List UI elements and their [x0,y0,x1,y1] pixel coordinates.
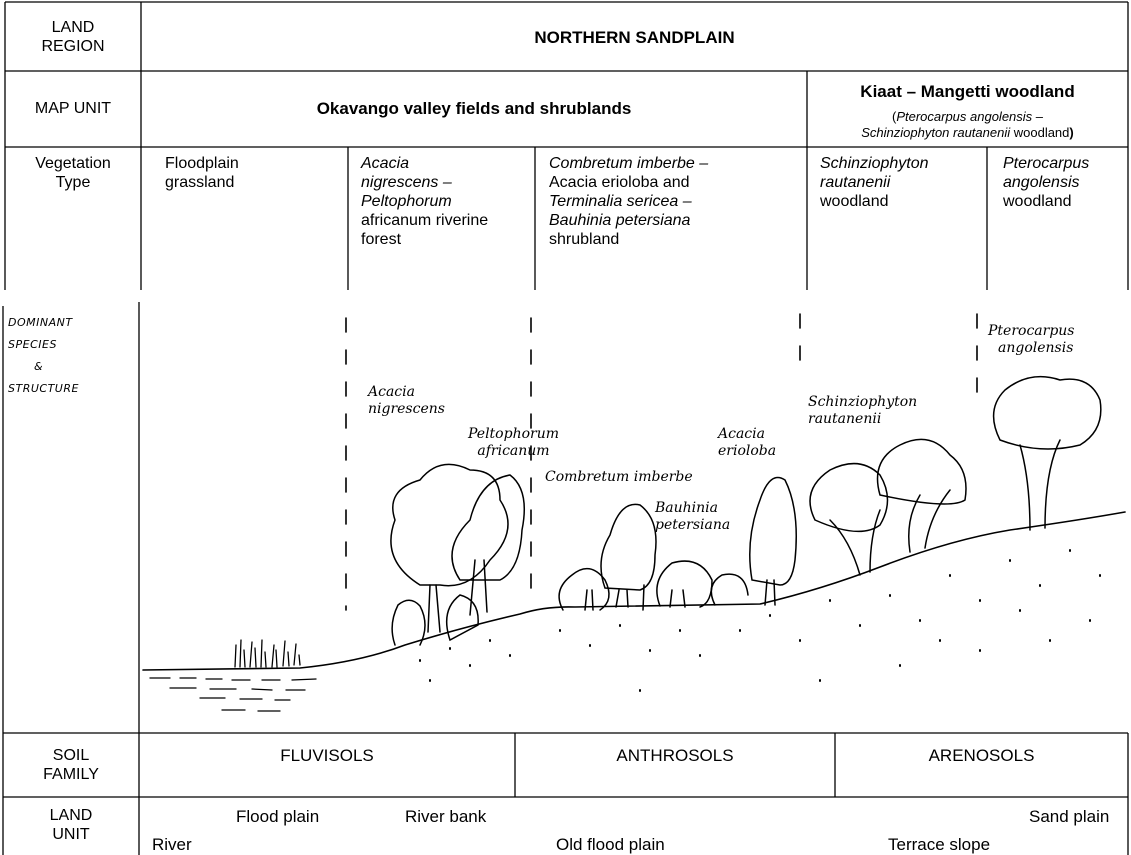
species-label: angolensis [998,340,1074,356]
vegetation-type-label-line2: Type [55,174,91,191]
land-unit-flood-plain: Flood plain [236,807,320,826]
species-label: rautanenii [808,411,882,427]
soil-family-anthrosols: ANTHROSOLS [616,746,734,765]
vegetation-type-riverine: Acacia nigrescens – Peltophorum africanu… [361,154,533,249]
soil-family-label-line1: SOIL [52,747,90,764]
grass-strokes [234,639,301,668]
map-unit-kiaat-paren-open: ( [891,109,897,124]
land-unit-label-line2: UNIT [52,826,90,843]
veg-line: Acacia erioloba and [549,174,690,191]
species-peltophorum-africanum: Peltophorum africanum [468,426,559,460]
vegetation-type-label: Vegetation Type [5,154,141,192]
species-label: africanum [477,443,550,459]
veg-line: Bauhinia petersiana [549,212,691,229]
water-lines [149,677,317,712]
veg-line: nigrescens – [361,174,452,191]
veg-line: woodland [1003,193,1072,210]
riverine-trees [390,463,525,646]
land-region-label-line2: REGION [41,38,105,55]
species-label: Schinziophyton [808,394,918,410]
land-unit-river: River [152,835,192,854]
veg-line: Floodplain [165,155,239,172]
vegetation-type-label-line1: Vegetation [35,155,111,172]
map-unit-kiaat-sub1-italic: Pterocarpus angolensis – [896,109,1044,124]
ground-line [142,511,1126,671]
land-region-label-line1: LAND [51,19,95,36]
species-label: Acacia [718,426,765,442]
dominant-label-line: STRUCTURE [8,382,79,395]
land-unit-river-bank: River bank [405,807,487,826]
vegetation-type-pterocarpus: Pterocarpus angolensis woodland [1003,154,1127,211]
dominant-species-label: DOMINANT SPECIES & STRUCTURE [8,312,136,400]
veg-line: woodland [820,193,889,210]
vegetation-type-schinziophyton: Schinziophyton rautanenii woodland [820,154,985,211]
land-unit-terrace-slope: Terrace slope [888,835,991,854]
soil-family-arenosols: ARENOSOLS [928,746,1035,765]
land-unit-label: LAND UNIT [3,806,139,844]
land-unit-label-line1: LAND [49,807,93,824]
map-unit-kiaat-sub-line1: (Pterocarpus angolensis – [807,109,1128,125]
veg-line: Acacia [361,155,410,172]
species-label: Acacia [368,384,415,400]
land-unit-old-flood-plain: Old flood plain [556,835,665,854]
species-acacia-erioloba: Acacia erioloba [718,426,776,460]
dominant-label-line: & [34,360,44,373]
species-label: nigrescens [368,401,445,417]
woodland-trees [809,375,1102,576]
veg-line: rautanenii [820,174,891,191]
species-pterocarpus-angolensis: Pterocarpus angolensis [988,323,1075,357]
species-label: Bauhinia [655,500,718,516]
species-label: Peltophorum [468,426,559,442]
species-combretum-imberbe: Combretum imberbe [545,469,693,485]
vegetation-type-shrubland: Combretum imberbe – Acacia erioloba and … [549,154,804,249]
veg-line: Combretum imberbe – [549,155,709,172]
dominant-label-line: SPECIES [8,338,57,351]
species-label: Pterocarpus [988,323,1075,339]
species-schinziophyton-rautanenii: Schinziophyton rautanenii [808,394,917,428]
zone-boundary-dashes [345,313,978,611]
soil-dots [419,549,1101,692]
map-unit-kiaat: Kiaat – Mangetti woodland (Pterocarpus a… [807,81,1128,141]
soil-family-label: SOIL FAMILY [3,746,139,784]
veg-line: grassland [165,174,235,191]
veg-line: shrubland [549,231,620,248]
map-unit-kiaat-paren-close: ) [1069,125,1074,140]
land-region-label: LAND REGION [5,18,141,56]
veg-line: Schinziophyton [820,155,929,172]
dominant-label-line: DOMINANT [8,316,73,329]
map-unit-kiaat-sub2-italic: Schinziophyton rautanenii [861,125,1011,140]
soil-family-fluvisols: FLUVISOLS [280,746,374,765]
land-unit-sand-plain: Sand plain [1029,807,1110,826]
veg-line: forest [361,231,402,248]
map-unit-label: MAP UNIT [34,100,112,117]
soil-family-label-line2: FAMILY [43,766,99,783]
species-bauhinia-petersiana: Bauhinia petersiana [655,500,730,534]
species-label: petersiana [655,517,731,533]
map-unit-kiaat-title: Kiaat – Mangetti woodland [860,82,1075,101]
veg-line: angolensis [1003,174,1080,191]
map-unit-okavango: Okavango valley fields and shrublands [316,99,632,118]
map-unit-kiaat-sub2-rest: woodland [1010,125,1070,140]
species-acacia-nigrescens: Acacia nigrescens [368,384,445,418]
vegetation-type-floodplain: Floodplain grassland [165,154,345,192]
species-label: erioloba [718,443,777,459]
veg-line: Terminalia sericea – [549,193,692,210]
veg-line: Peltophorum [361,193,452,210]
map-unit-kiaat-sub-line2: Schinziophyton rautanenii woodland) [807,125,1128,141]
veg-line: africanum riverine [361,212,489,229]
shrubland-plants [558,476,797,611]
land-region-value: NORTHERN SANDPLAIN [534,28,735,47]
veg-line: Pterocarpus [1003,155,1090,172]
